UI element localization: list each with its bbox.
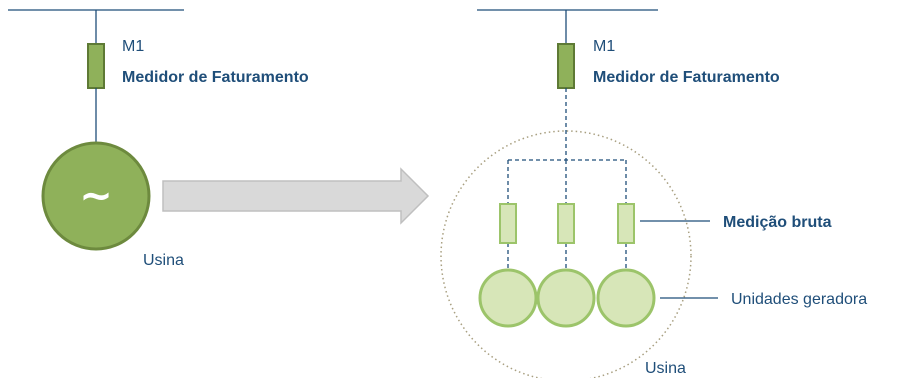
generating-unit-2 bbox=[536, 268, 596, 328]
left-meter-m1 bbox=[87, 43, 105, 89]
left-meter-code: M1 bbox=[122, 38, 144, 55]
units-label: Unidades geradora bbox=[731, 291, 867, 308]
gross-meter-2 bbox=[557, 203, 575, 244]
right-plant-label: Usina bbox=[645, 360, 686, 377]
gross-meter-1 bbox=[499, 203, 517, 244]
left-plant-label: Usina bbox=[143, 252, 184, 269]
generating-unit-3 bbox=[596, 268, 656, 328]
generating-unit-1 bbox=[478, 268, 538, 328]
right-meter-code: M1 bbox=[593, 38, 615, 55]
gross-meter-3 bbox=[617, 203, 635, 244]
generator-symbol-icon: ~ bbox=[79, 173, 113, 219]
right-meter-m1 bbox=[557, 43, 575, 89]
internal-wiring bbox=[507, 88, 627, 270]
plant-boundary bbox=[440, 130, 692, 378]
right-system: M1 Medidor de Faturamento bbox=[440, 9, 867, 378]
left-generator bbox=[41, 141, 151, 251]
left-meter-name: Medidor de Faturamento bbox=[122, 69, 309, 86]
right-meter-name: Medidor de Faturamento bbox=[593, 69, 780, 86]
transition-arrow-icon bbox=[162, 167, 430, 225]
left-system: ~ M1 Medidor de Faturamento Usina bbox=[8, 9, 309, 269]
gross-measurement-label: Medição bruta bbox=[723, 214, 832, 231]
